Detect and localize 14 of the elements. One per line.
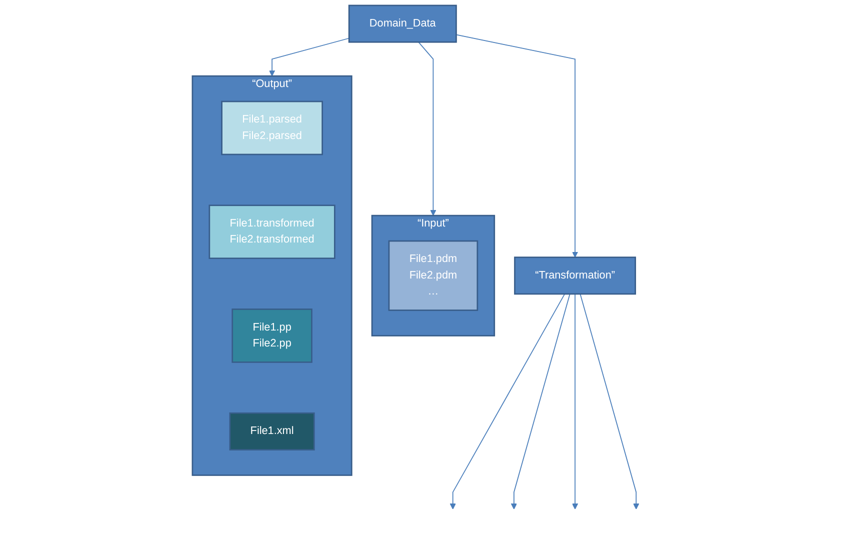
node-box: File1.pp File2.pp [231, 308, 312, 363]
arrow [579, 294, 639, 510]
arrow [572, 294, 578, 510]
node-box: File1.xml [228, 412, 314, 450]
arrow [268, 38, 350, 76]
node-box: File1.transformed File2.transformed [208, 204, 335, 260]
node-box: File1.pdm File2.pdm … [388, 240, 478, 311]
node-box: “Transformation” [514, 256, 636, 295]
arrow [418, 42, 436, 216]
arrow [455, 34, 578, 258]
node-box: Domain_Data [348, 4, 456, 43]
arrow [510, 294, 570, 510]
arrow [449, 294, 565, 510]
node-box: File1.parsed File2.parsed [220, 100, 322, 156]
